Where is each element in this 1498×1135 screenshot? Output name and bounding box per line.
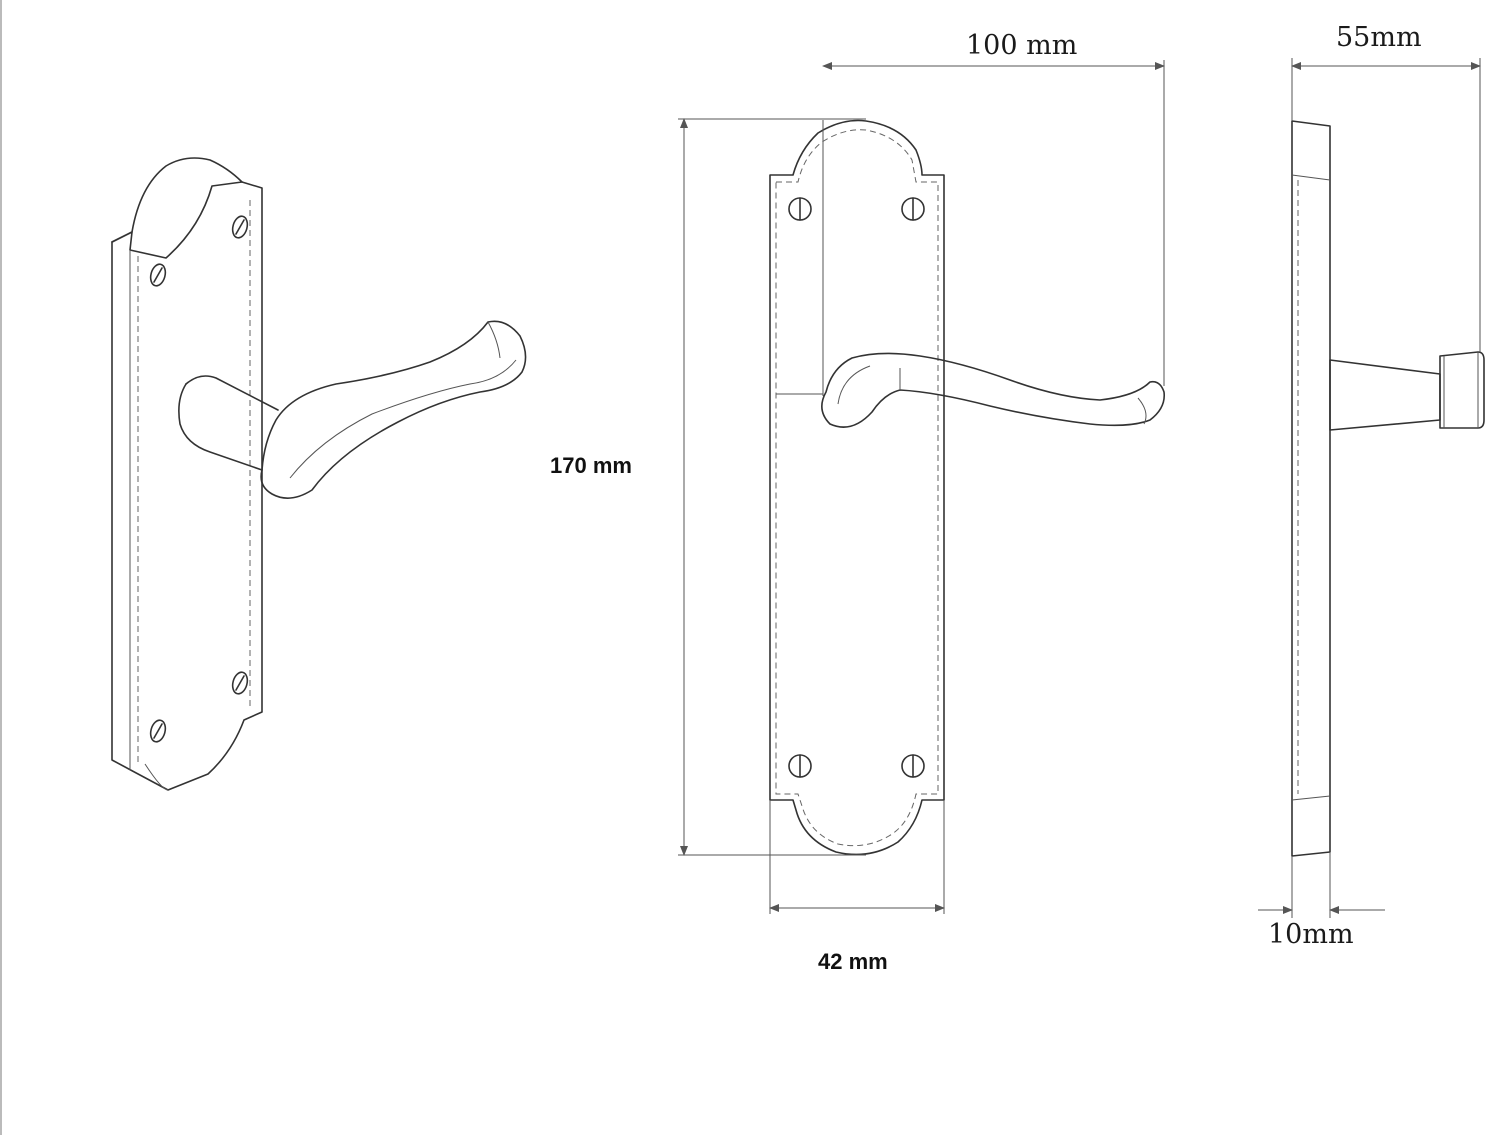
dimension-label-55mm: 55mm [1336, 22, 1422, 53]
dimension-label-42mm: 42 mm [818, 949, 888, 974]
iso-backplate [111, 157, 263, 791]
front-screw-top-right [901, 197, 925, 221]
front-screw-bottom-left [788, 754, 812, 778]
iso-screw-bottom-right [231, 671, 249, 695]
front-dimension-lines [678, 60, 1165, 914]
side-dimension-lines [1258, 58, 1481, 918]
isometric-view [111, 157, 527, 791]
dimension-label-100mm: 100 mm [966, 30, 1078, 61]
iso-plate-top-edge [111, 181, 243, 259]
front-backplate [769, 119, 945, 856]
iso-lever-neck [178, 383, 263, 471]
front-view [769, 119, 1166, 856]
front-plate-inner-outline [775, 129, 939, 847]
front-screw-top-left [788, 197, 812, 221]
dimension-label-170mm: 170 mm [550, 453, 632, 478]
iso-screw-top-left [149, 263, 167, 287]
iso-lever-handle [260, 320, 527, 499]
side-lever-tip [1439, 351, 1485, 429]
iso-screw-bottom-left [149, 719, 167, 743]
side-view [1291, 120, 1485, 857]
side-lever-rose [1329, 359, 1441, 431]
dimension-label-10mm: 10mm [1268, 919, 1354, 950]
front-screw-bottom-right [901, 754, 925, 778]
iso-screw-top-right [231, 215, 249, 239]
front-lever [821, 352, 1166, 428]
